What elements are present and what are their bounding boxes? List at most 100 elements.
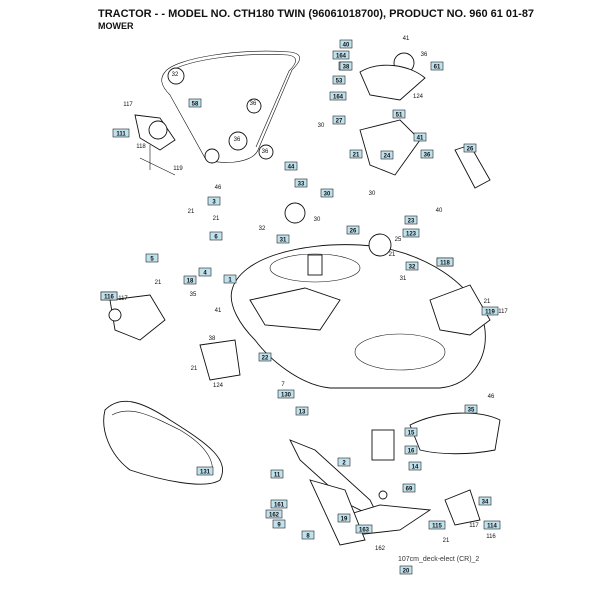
deflector-shield — [409, 284, 501, 455]
part-callout-61: 61 — [430, 61, 444, 71]
callout-number: 111 — [116, 131, 126, 137]
part-callout-164: 164 — [329, 91, 347, 101]
callout-box — [270, 499, 288, 509]
part-callout-11: 11 — [270, 469, 284, 479]
part-reference-124: 124 — [413, 94, 424, 100]
part-callout-34: 34 — [478, 496, 492, 506]
part-reference-21: 21 — [191, 366, 198, 372]
callout-number: 8 — [306, 533, 310, 539]
part-callout-40: 40 — [339, 39, 353, 49]
part-callout-38: 38 — [339, 61, 353, 70]
part-callout-44: 44 — [284, 161, 298, 170]
callout-number: 118 — [440, 260, 450, 266]
callout-box — [265, 509, 283, 519]
part-reference-21: 21 — [188, 209, 195, 215]
idler-arm-assembly — [134, 114, 176, 176]
part-callout-26: 26 — [346, 225, 360, 235]
part-callout-19: 19 — [337, 513, 351, 523]
part-callout-114: 114 — [483, 520, 501, 530]
callout-box — [436, 257, 454, 267]
callout-number: 33 — [298, 181, 305, 187]
callout-box — [430, 61, 444, 71]
callout-box — [196, 466, 214, 476]
callout-box — [404, 215, 418, 225]
callout-number: 26 — [350, 228, 357, 234]
callout-number: 161 — [274, 502, 285, 508]
callout-number: 44 — [288, 164, 295, 170]
part-callout-27: 27 — [332, 115, 346, 125]
part-reference-116: 116 — [486, 534, 496, 540]
part-callout-115: 115 — [428, 520, 446, 530]
callout-number: 163 — [359, 527, 370, 533]
callout-layer: 4016438615316427514121243626581114433330… — [100, 39, 501, 575]
callout-number: 61 — [434, 64, 441, 70]
discharge-chute — [103, 400, 223, 485]
callout-box — [183, 275, 197, 285]
callout-box — [402, 483, 416, 493]
callout-box — [112, 128, 130, 138]
part-callout-23: 23 — [404, 215, 418, 225]
part-reference-21: 21 — [443, 538, 450, 544]
callout-number: 32 — [409, 264, 416, 270]
part-reference-46: 46 — [488, 394, 495, 400]
part-callout-51: 51 — [392, 109, 406, 119]
callout-box — [332, 50, 350, 60]
part-callout-20: 20 — [399, 565, 413, 575]
part-callout-123: 123 — [402, 228, 420, 238]
callout-number: 22 — [262, 355, 269, 361]
callout-box — [349, 149, 363, 159]
callout-number: 11 — [274, 472, 281, 478]
callout-box — [402, 228, 420, 238]
callout-number: 130 — [281, 392, 292, 398]
part-callout-2: 2 — [337, 457, 351, 467]
callout-number: 123 — [406, 231, 417, 237]
callout-number: 15 — [408, 430, 415, 436]
callout-box — [329, 91, 347, 101]
part-callout-30: 30 — [320, 188, 334, 198]
part-reference-36: 36 — [262, 149, 269, 155]
part-callout-116: 116 — [100, 291, 118, 301]
part-callout-15: 15 — [404, 427, 418, 437]
part-reference-46: 46 — [215, 185, 222, 191]
part-reference-162: 162 — [375, 546, 386, 552]
callout-box — [392, 109, 406, 119]
spindle-pulley-stack — [359, 52, 491, 189]
callout-box — [483, 520, 501, 530]
callout-number: 16 — [408, 448, 415, 454]
part-callout-32: 32 — [405, 261, 419, 271]
part-reference-36: 36 — [250, 101, 257, 107]
callout-box — [320, 188, 334, 198]
part-callout-161: 161 — [270, 499, 288, 509]
callout-box — [332, 75, 346, 85]
callout-box — [413, 132, 427, 142]
callout-number: 18 — [187, 278, 194, 284]
part-callout-118: 118 — [436, 257, 454, 267]
callout-box — [270, 469, 284, 479]
callout-number: 116 — [104, 294, 114, 300]
part-callout-14: 14 — [408, 461, 422, 471]
part-reference-31: 31 — [400, 276, 407, 282]
callout-number: 6 — [214, 234, 218, 240]
part-reference-32: 32 — [259, 226, 266, 232]
callout-box — [464, 404, 478, 414]
part-callout-35: 35 — [464, 404, 478, 414]
callout-number: 1 — [228, 277, 232, 283]
callout-number: 69 — [406, 486, 413, 492]
callout-box — [294, 178, 308, 188]
callout-box — [346, 225, 360, 235]
part-reference-117: 117 — [123, 102, 133, 108]
page-title: TRACTOR - - MODEL NO. CTH180 TWIN (96061… — [98, 8, 535, 20]
part-callout-22: 22 — [258, 352, 272, 362]
part-reference-35: 35 — [190, 292, 197, 298]
part-reference-21: 21 — [155, 280, 162, 286]
callout-number: 58 — [192, 101, 199, 107]
callout-box — [277, 389, 295, 399]
plain-label-layer: 4136124303032363636117118119462121323040… — [118, 36, 508, 552]
part-callout-53: 53 — [332, 75, 346, 85]
callout-number: 40 — [343, 42, 350, 48]
callout-box — [332, 115, 346, 125]
part-callout-6: 6 — [209, 231, 223, 240]
callout-number: 9 — [277, 522, 281, 528]
callout-box — [276, 234, 290, 244]
part-callout-1: 1 — [223, 274, 237, 284]
